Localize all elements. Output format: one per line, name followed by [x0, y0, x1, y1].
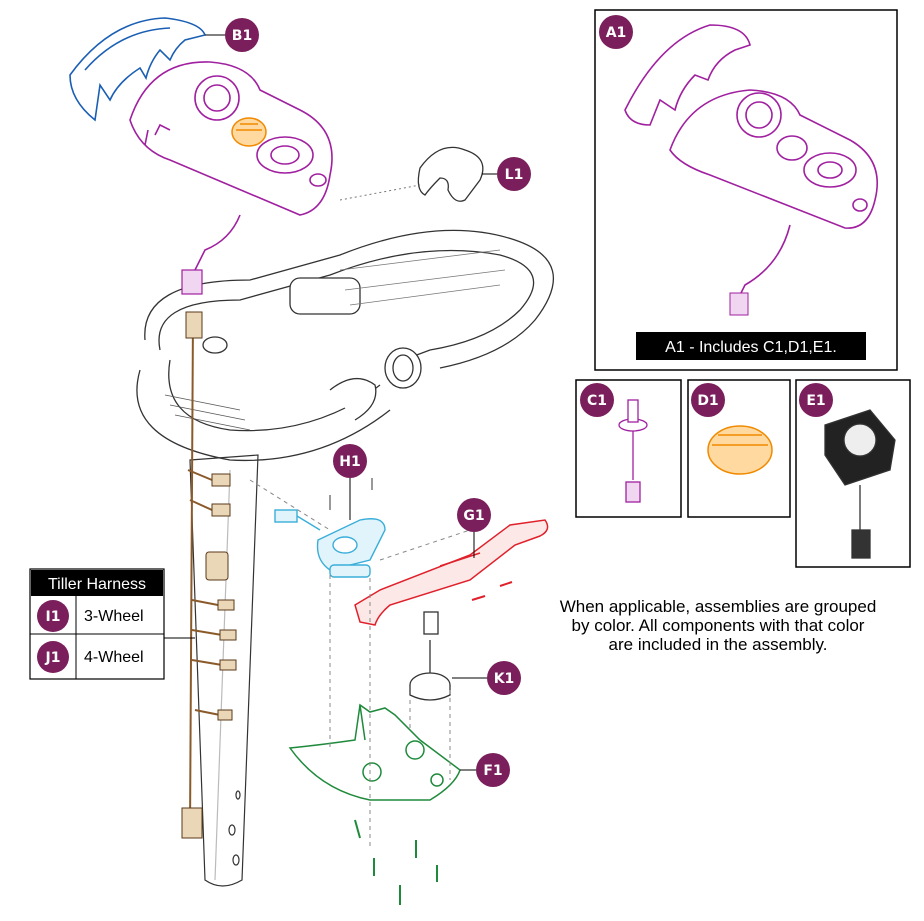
svg-text:H1: H1 [339, 454, 360, 470]
callout-f1: F1 [460, 753, 510, 787]
tiller-harness-legend: Tiller Harness I1 3-Wheel J1 4-Wheel [29, 568, 195, 680]
part-k1-buzzer [409, 611, 451, 701]
callout-b1: B1 [205, 18, 259, 52]
callout-c1: C1 [580, 383, 614, 417]
e1-gauge-module [824, 409, 896, 559]
svg-text:G1: G1 [463, 508, 484, 524]
callout-k1: K1 [452, 661, 521, 695]
part-l1-clip [417, 146, 484, 202]
callout-l1: L1 [482, 157, 531, 191]
svg-text:When applicable, assemblies ar: When applicable, assemblies are grouped [560, 597, 877, 616]
a1-label-text: A1 - Includes C1,D1,E1. [665, 339, 837, 356]
callout-a1: A1 [599, 15, 633, 49]
legend-callout-j1 [37, 641, 69, 673]
svg-text:K1: K1 [494, 671, 515, 687]
f1-screws [354, 819, 438, 905]
svg-text:by color. All components with: by color. All components with that color [572, 616, 865, 635]
svg-text:C1: C1 [587, 393, 607, 409]
harness-connectors [181, 311, 237, 839]
a1-label-bar [636, 332, 866, 360]
svg-text:D1: D1 [697, 393, 718, 409]
tiller-harness-wire [187, 314, 223, 831]
g1-screws [471, 581, 513, 601]
svg-text:E1: E1 [806, 393, 825, 409]
handlebar-loop [136, 229, 555, 462]
legend-title: Tiller Harness [48, 576, 146, 593]
callout-d1: D1 [691, 383, 725, 417]
assembly-dash-lines [249, 479, 471, 850]
a1-connector [729, 292, 749, 316]
l1-leader [339, 184, 421, 201]
part-b1-shroud [69, 17, 207, 122]
assembly-note: When applicable, assemblies are grouped … [560, 597, 877, 654]
svg-text:L1: L1 [505, 167, 524, 183]
c1-potentiometer [618, 399, 648, 503]
callout-e1: E1 [799, 383, 833, 417]
part-console [129, 61, 333, 271]
callout-h1: H1 [333, 444, 367, 520]
part-h1-bracket [274, 509, 386, 578]
svg-text:F1: F1 [483, 763, 502, 779]
legend-row-4-wheel: 4-Wheel [84, 649, 144, 666]
console-connector [181, 269, 203, 295]
callout-g1: G1 [457, 498, 491, 558]
svg-text:J1: J1 [45, 650, 61, 666]
svg-text:I1: I1 [46, 609, 61, 625]
part-f1-base [288, 703, 461, 801]
h1-screws [329, 478, 373, 510]
svg-text:A1: A1 [606, 25, 627, 41]
a1-console-drawing [624, 24, 879, 296]
part-speed-knob [231, 117, 267, 147]
svg-text:B1: B1 [232, 28, 252, 44]
part-g1-lever [354, 519, 549, 626]
svg-text:are included in the assembly.: are included in the assembly. [609, 635, 828, 654]
legend-row-3-wheel: 3-Wheel [84, 608, 144, 625]
d1-knob [707, 425, 773, 475]
legend-callout-i1 [37, 600, 69, 632]
